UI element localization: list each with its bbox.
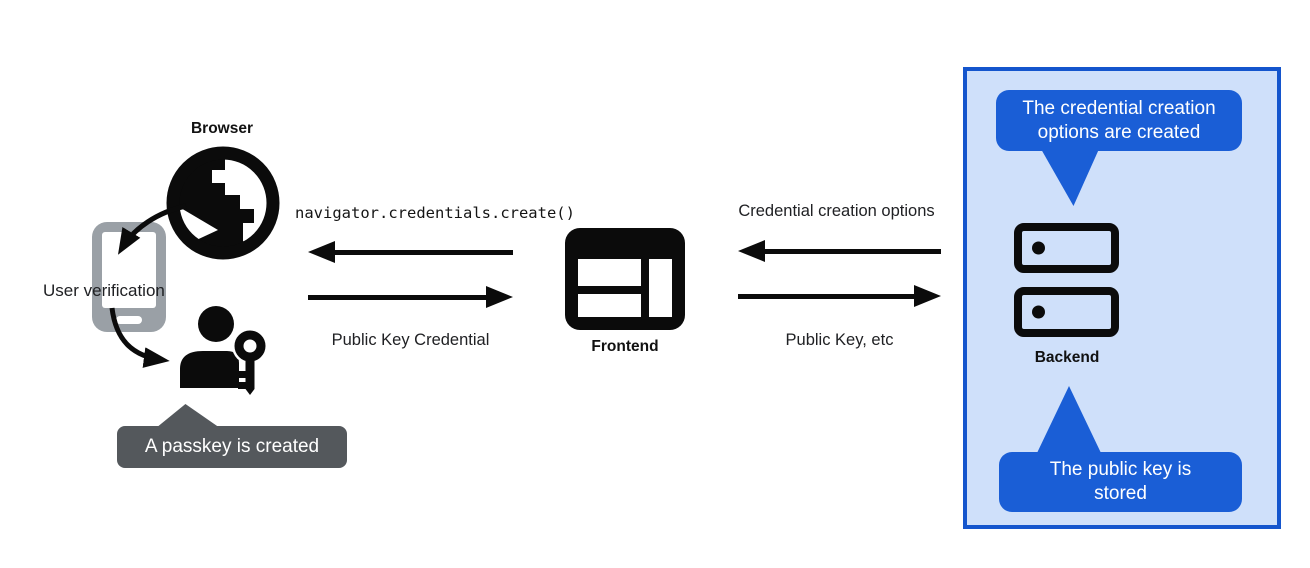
browser-globe-icon — [166, 146, 280, 260]
create-call-label: navigator.credentials.create() — [295, 204, 575, 222]
server-unit-bottom — [1014, 287, 1119, 337]
arrow-shaft — [308, 294, 486, 300]
arrow-head-left-icon — [308, 241, 335, 263]
arrow-shaft — [335, 249, 513, 255]
arrow-shaft — [765, 248, 941, 254]
browser-window-icon — [565, 228, 685, 330]
public-key-credential-label: Public Key Credential — [331, 331, 490, 349]
server-unit-top — [1014, 223, 1119, 273]
options-created-text: The credential creation options are crea… — [1022, 97, 1216, 143]
credential-creation-options-label: Credential creation options — [738, 202, 935, 220]
curved-flow-arrows — [109, 203, 187, 368]
arrow-shaft — [738, 293, 914, 299]
user-key-icon — [180, 306, 268, 395]
public-key-stored-bubble: The public key is stored — [999, 452, 1242, 512]
phone-home-dash — [116, 316, 142, 324]
backend-label: Backend — [1034, 349, 1100, 366]
server-icon — [1014, 223, 1119, 351]
curved-arrow-browser-to-phone-icon — [117, 203, 187, 255]
arrow-head-right-icon — [486, 286, 513, 308]
public-key-stored-text: The public key is stored — [1049, 459, 1192, 504]
arrow-head-right-icon — [914, 285, 941, 307]
passkey-created-text: A passkey is created — [144, 436, 320, 457]
public-key-etc-label: Public Key, etc — [785, 331, 894, 349]
arrow-head-left-icon — [738, 240, 765, 262]
browser-label: Browser — [190, 120, 254, 137]
arrow-create-call — [308, 241, 513, 263]
curved-arrow-phone-to-user-icon — [109, 307, 170, 368]
passkey-tooltip-pointer — [156, 404, 220, 428]
frontend-label: Frontend — [591, 338, 659, 355]
arrow-public-key-credential — [308, 286, 513, 308]
options-created-bubble: The credential creation options are crea… — [996, 90, 1242, 151]
arrow-public-key-etc — [738, 285, 941, 307]
user-verification-label: User verification — [43, 281, 165, 300]
arrow-credential-creation-options — [738, 240, 941, 262]
passkey-created-tooltip: A passkey is created — [117, 426, 347, 468]
